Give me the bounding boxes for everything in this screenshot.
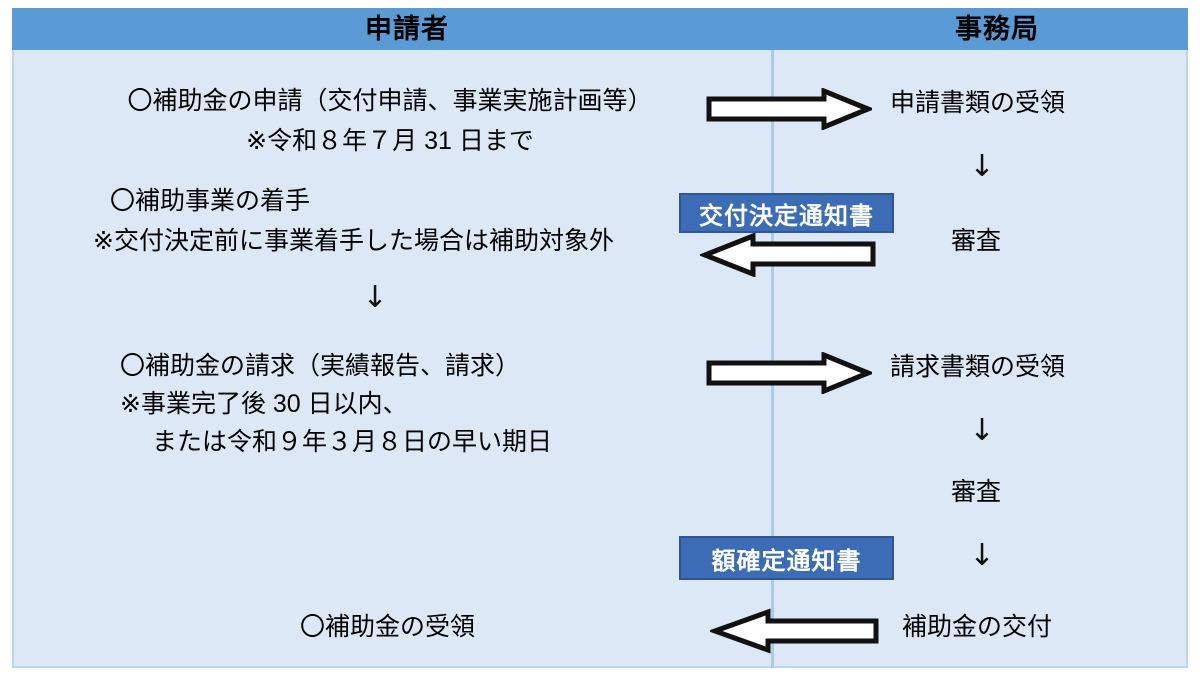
column-header-band: 申請者 事務局 (12, 8, 1188, 50)
arrow-decision-left-icon (700, 233, 876, 277)
applicant-step4-line1: 〇補助金の受領 (300, 613, 476, 641)
arrow-application-right-icon (706, 88, 872, 130)
applicant-down-arrow-icon: ↓ (362, 280, 388, 315)
office-receive-application: 申請書類の受領 (890, 89, 1066, 117)
arrow-payment-left-icon (710, 608, 880, 654)
office-review-2: 審査 (951, 478, 1002, 506)
applicant-step1-line1: 〇補助金の申請（交付申請、事業実施計画等） (127, 87, 653, 115)
flowchart-frame (12, 8, 1188, 668)
office-grant-payment: 補助金の交付 (902, 613, 1053, 641)
office-down-arrow-1-icon: ↓ (969, 149, 995, 184)
office-receive-claim: 請求書類の受領 (890, 353, 1066, 381)
arrow-claim-right-icon (706, 352, 872, 394)
badge-amount-determination-notice: 額確定通知書 (679, 536, 894, 580)
applicant-step3-line3: または令和９年３月８日の早い期日 (120, 428, 552, 456)
applicant-step1-line2: ※令和８年７月 31 日まで (246, 127, 534, 155)
column-header-office: 事務局 (955, 14, 1039, 44)
applicant-step2-line1: 〇補助事業の着手 (110, 187, 311, 215)
office-down-arrow-2-icon: ↓ (969, 413, 995, 448)
column-header-applicant: 申請者 (365, 14, 449, 44)
applicant-step2-line2: ※交付決定前に事業着手した場合は補助対象外 (93, 227, 614, 255)
column-divider (771, 50, 774, 668)
badge-grant-decision-notice: 交付決定通知書 (679, 193, 894, 233)
applicant-step3-line1: 〇補助金の請求（実績報告、請求） (120, 352, 521, 380)
applicant-step3-line2: ※事業完了後 30 日以内、 (120, 390, 408, 418)
office-review-1: 審査 (951, 227, 1002, 255)
office-down-arrow-3-icon: ↓ (969, 538, 995, 573)
